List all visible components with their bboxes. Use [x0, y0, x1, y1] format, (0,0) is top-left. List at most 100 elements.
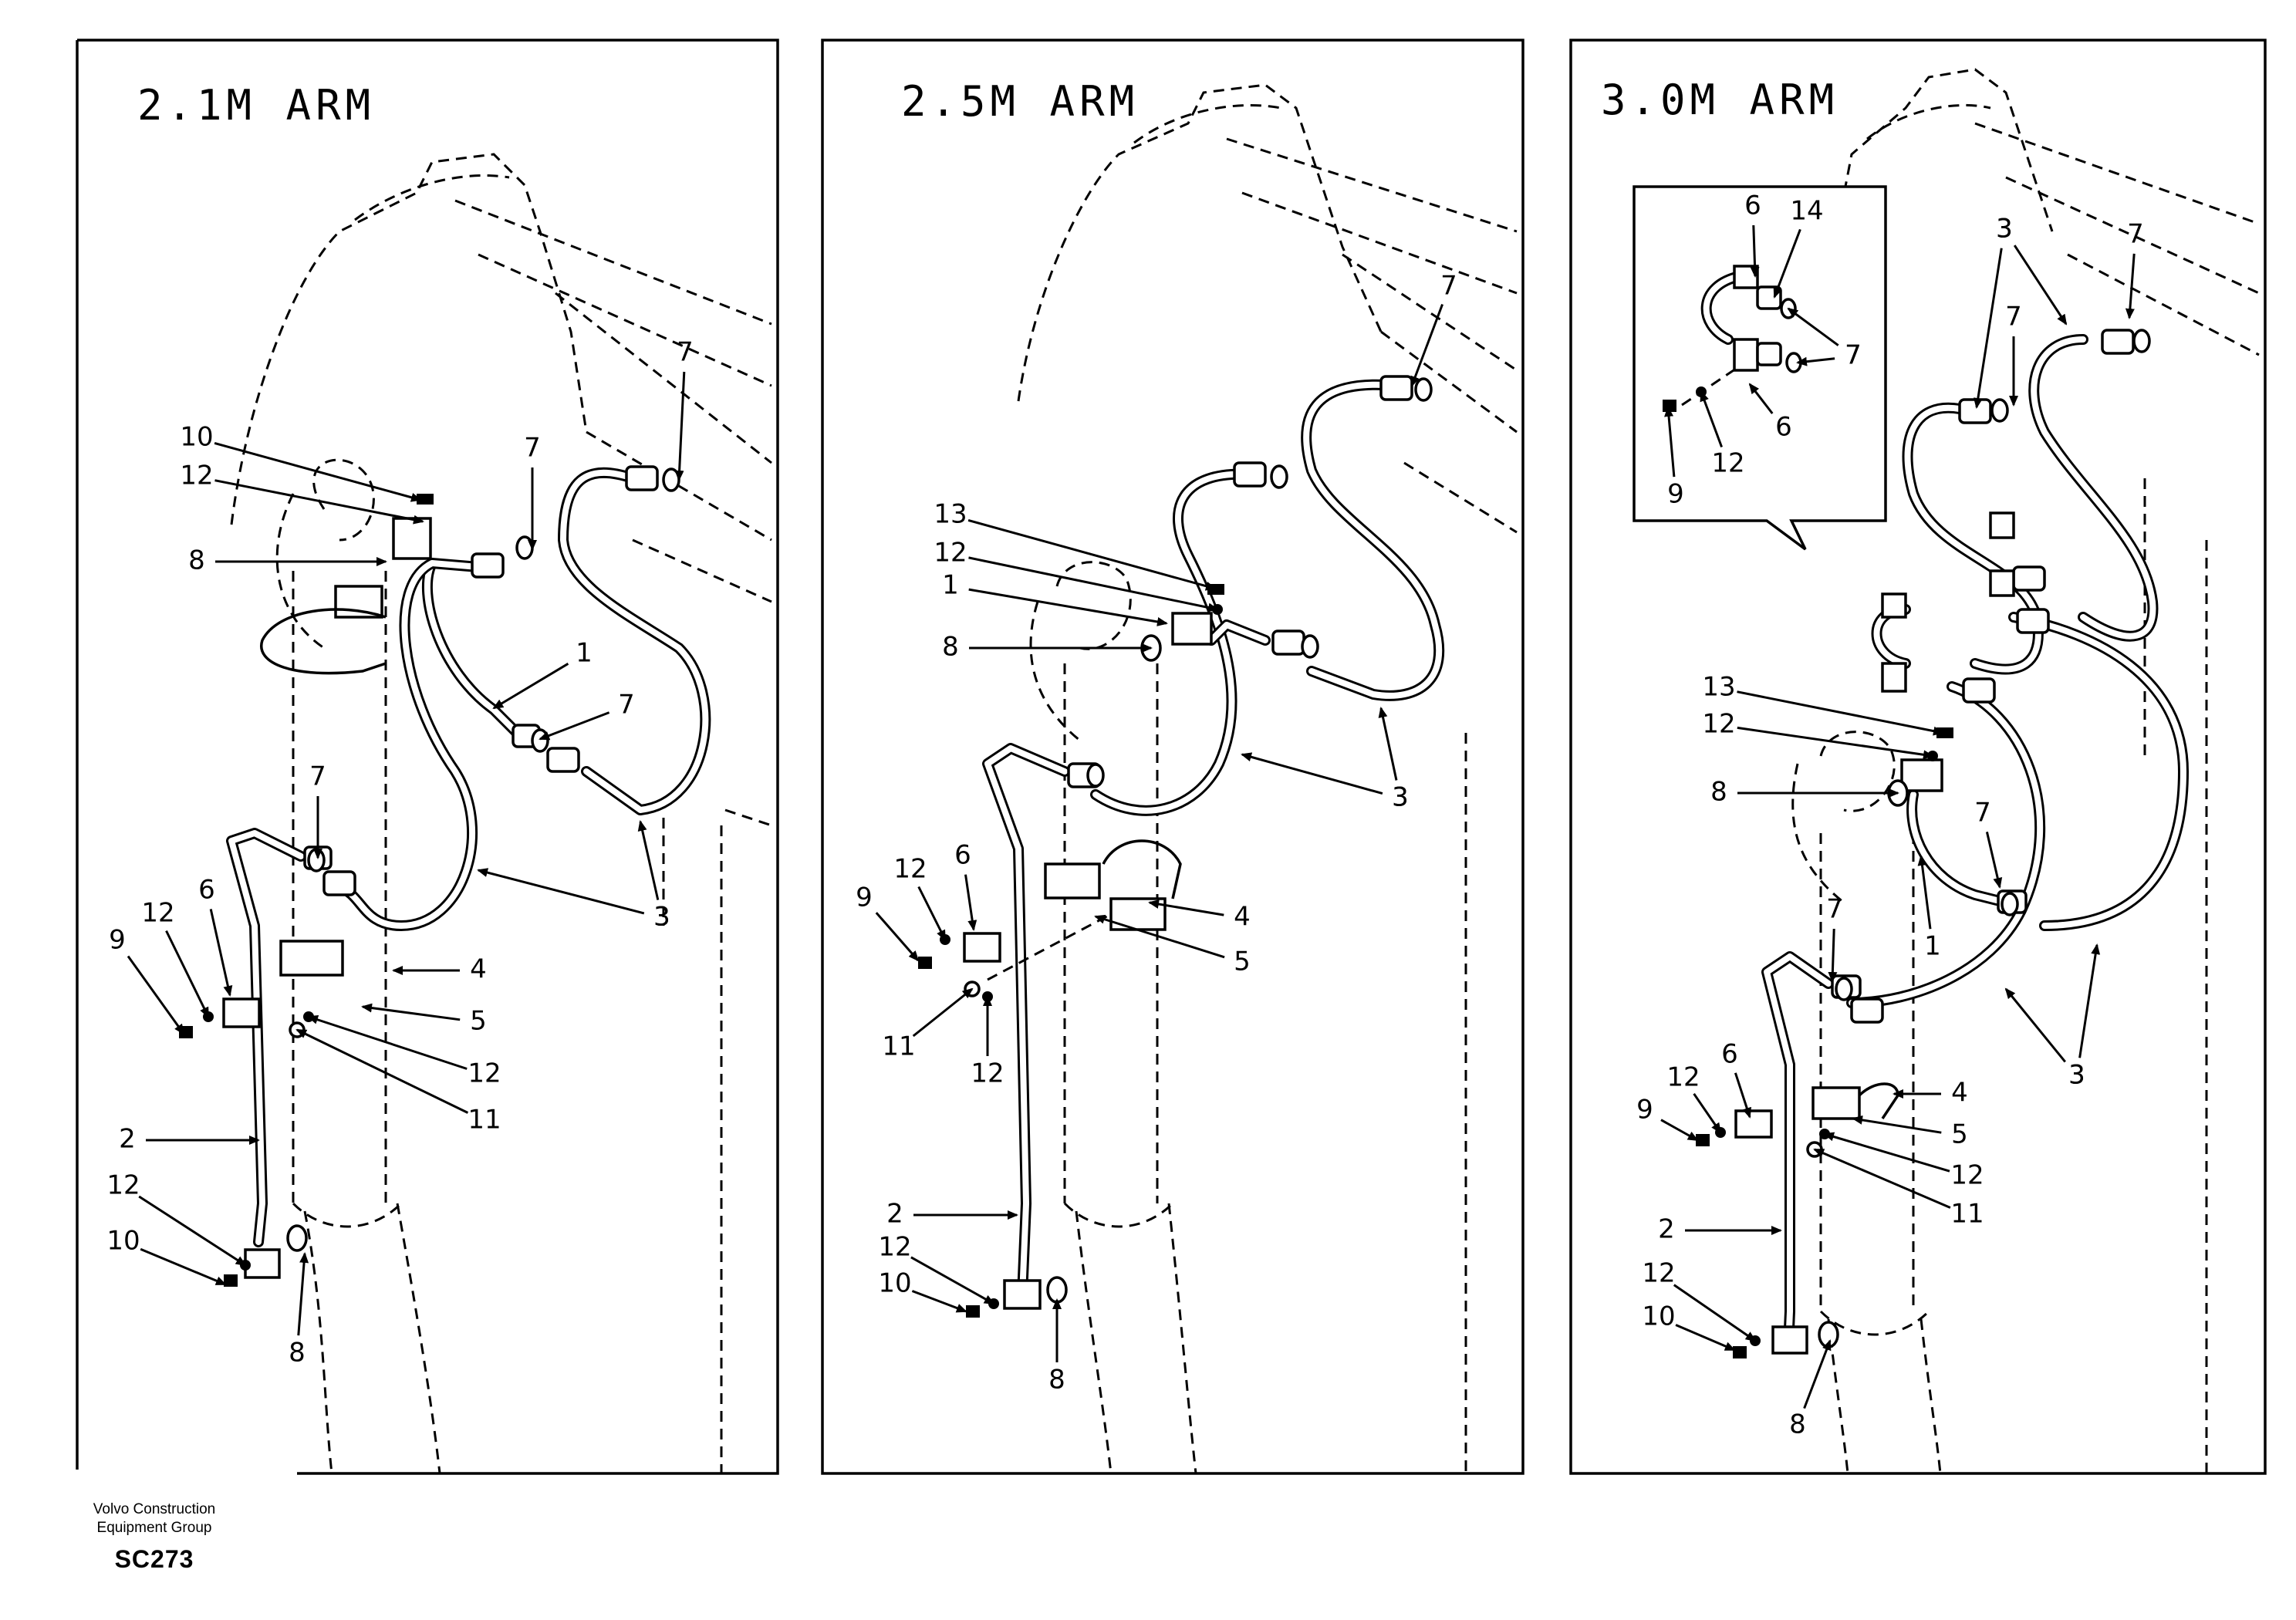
callout-label: 14 [1790, 196, 1823, 227]
callout-label: 3 [1392, 782, 1409, 813]
callout-label: 3 [1996, 214, 2013, 245]
callout-leader [138, 1195, 247, 1267]
callout-leader [1378, 707, 1398, 781]
callout-leader [1700, 390, 1724, 448]
callout-label: 8 [188, 545, 205, 576]
callout-leader [1094, 914, 1225, 959]
callout-leader [1803, 1339, 1832, 1409]
callout-leader [967, 518, 1217, 591]
callout-leader [361, 1003, 461, 1021]
callout-label: 3 [2068, 1060, 2085, 1091]
callout-label: 9 [856, 883, 873, 913]
clamp-block-top-1 [392, 517, 432, 560]
panel-1-frame [77, 39, 779, 1475]
callout-label: 7 [1826, 894, 1843, 925]
callout-label: 11 [468, 1105, 501, 1136]
panel-3-0m-arm: 3.0M ARM [1569, 39, 2267, 1475]
callout-leader [1828, 928, 1838, 983]
callout-leader [140, 1247, 227, 1286]
fittings-2 [918, 375, 1433, 1318]
callout-leader [1241, 752, 1383, 795]
callout-leader [1823, 1132, 1950, 1173]
callout-leader [214, 479, 424, 525]
callout-label: 7 [1845, 340, 1862, 371]
callout-leader [2004, 987, 2066, 1063]
callout-leader [165, 930, 210, 1018]
callout-leader [674, 371, 686, 481]
callout-label: 12 [934, 538, 967, 569]
callout-label: 5 [1951, 1119, 1968, 1150]
callout-label: 11 [1950, 1199, 1984, 1230]
callout-leader [295, 1028, 469, 1114]
callout-leader [1917, 855, 1932, 930]
callout-label: 12 [1702, 709, 1735, 740]
callout-leader [1673, 1284, 1757, 1342]
callout-label: 8 [1710, 777, 1727, 808]
arm-outline-1 [230, 153, 772, 1474]
callout-label: 10 [106, 1226, 140, 1257]
callout-label: 7 [1974, 798, 1991, 829]
callout-leader [127, 955, 185, 1035]
callout-label: 7 [618, 690, 635, 721]
callout-leader [968, 588, 1168, 626]
callout-leader [307, 1015, 468, 1070]
callout-leader [911, 1290, 967, 1313]
callout-label: 12 [971, 1058, 1004, 1089]
callout-leader [492, 663, 569, 710]
callout-label: 9 [1667, 479, 1684, 510]
callout-label: 13 [1702, 672, 1735, 703]
callout-leader [1813, 1148, 1951, 1209]
callout-leader [1750, 224, 1760, 278]
footer-drawing-code: SC273 [114, 1545, 194, 1573]
callout-label: 4 [1234, 902, 1251, 933]
callout-label: 3 [2068, 1060, 2085, 1091]
callout-leader [910, 1256, 995, 1305]
callout-label: 3 [1996, 214, 2013, 245]
hoses-2 [982, 379, 1445, 1301]
callout-label: 2 [1658, 1214, 1675, 1245]
callout-label: 12 [1711, 448, 1744, 479]
callout-label: 6 [198, 875, 215, 906]
footer-company-line-1: Volvo Construction [93, 1501, 216, 1517]
callout-label: 4 [1951, 1078, 1968, 1109]
callout-leader [1985, 832, 2003, 889]
fittings-3 [1696, 329, 2151, 1358]
callout-leader [539, 711, 610, 741]
callout-label: 9 [109, 925, 126, 956]
hose-3b [558, 467, 711, 815]
callout-leader [1773, 228, 1801, 299]
callout-leader [214, 441, 422, 502]
footer-company-line-2: Equipment Group [96, 1520, 212, 1536]
panel-2-5m-arm: 2.5M ARM [821, 39, 1524, 1475]
callout-leader [2013, 245, 2068, 326]
callout-leader [209, 909, 233, 997]
callout-leader [297, 1252, 309, 1336]
callout-label: 12 [1642, 1258, 1675, 1289]
callout-leader [1852, 1115, 1942, 1134]
callout-label: 11 [882, 1031, 915, 1062]
callout-label: 3 [653, 902, 670, 933]
callout-leader [1787, 307, 1839, 346]
callout-label: 13 [934, 499, 967, 530]
callout-label: 12 [468, 1058, 501, 1089]
callout-leader [917, 886, 947, 941]
callout-label: 7 [2127, 219, 2144, 250]
callout-leader [477, 868, 645, 915]
callout-label: 6 [1744, 191, 1761, 221]
panel-3-frame [1569, 39, 2267, 1475]
callout-label: 4 [470, 954, 487, 985]
callout-label: 2 [119, 1124, 136, 1155]
callout-leader [1664, 406, 1676, 478]
callout-label: 12 [141, 898, 174, 929]
callout-leader [2078, 943, 2101, 1058]
callout-leader [1737, 726, 1934, 760]
callout-label: 12 [106, 1170, 140, 1201]
panel-3-title: 3.0M ARM [1601, 76, 1838, 124]
callout-label: 12 [1666, 1062, 1700, 1093]
callout-label: 7 [2005, 302, 2022, 332]
callout-leader [1973, 248, 2003, 409]
callout-label: 6 [1775, 412, 1792, 443]
